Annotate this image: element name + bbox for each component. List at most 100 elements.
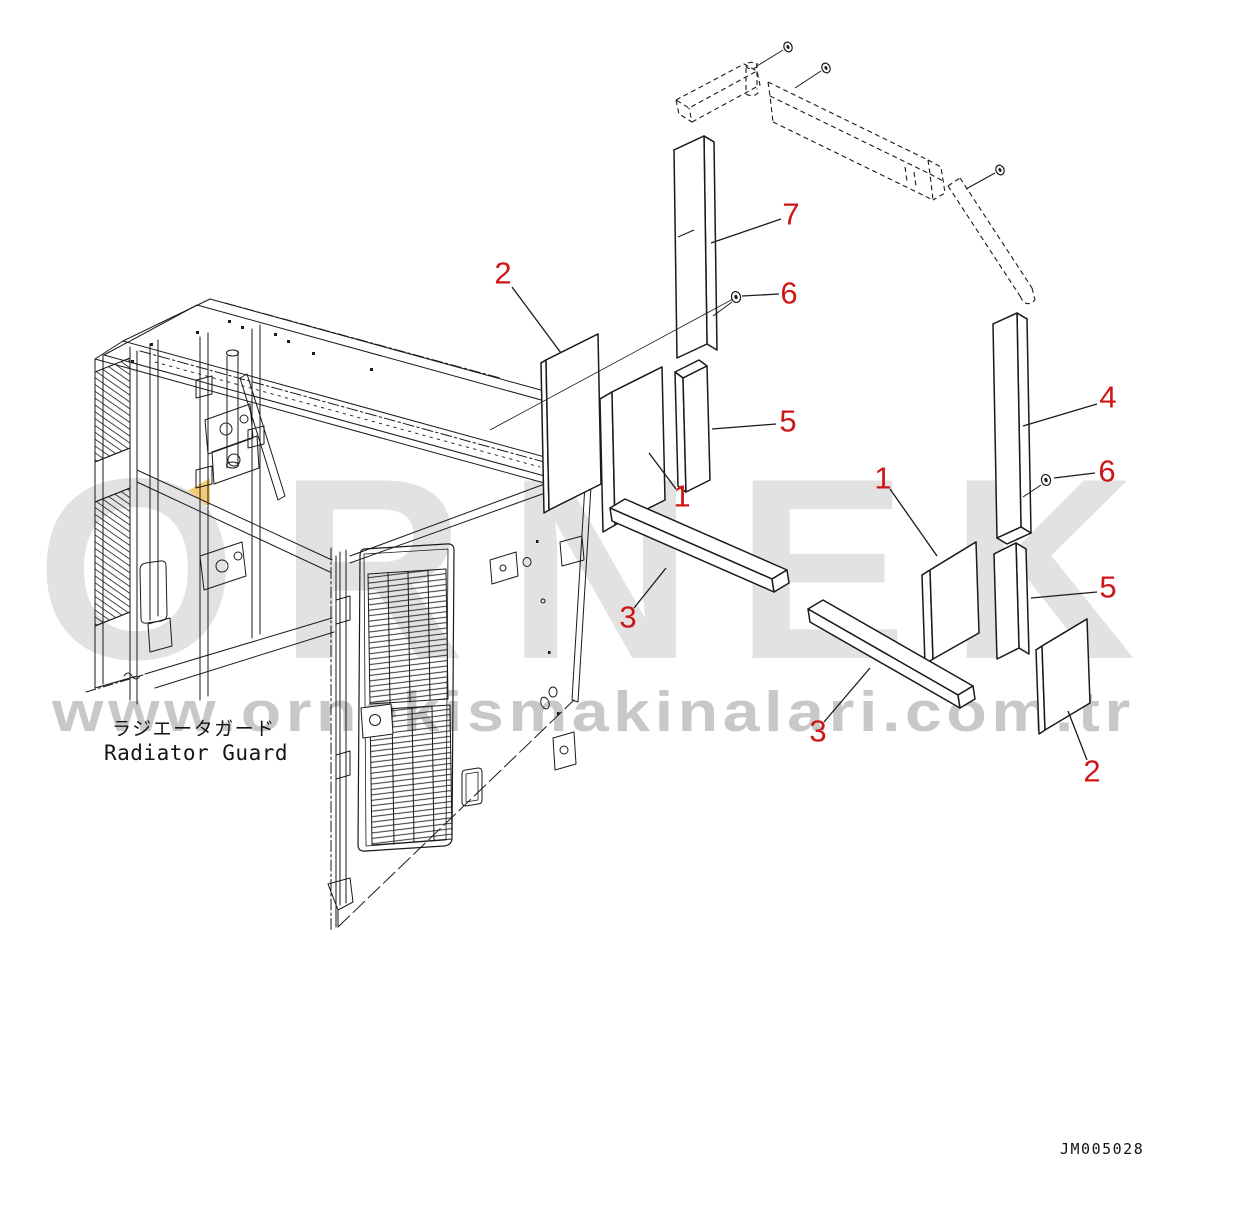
door-hinge (335, 595, 351, 780)
hidden-stub (745, 63, 760, 97)
part-2-pad-left (540, 333, 602, 514)
bracket-hole (239, 414, 249, 424)
bracket-hole (219, 422, 233, 436)
leader-line (889, 488, 938, 557)
roof-bolt-dots (131, 320, 373, 371)
hinge-column (335, 549, 347, 928)
grommet-icon (783, 41, 793, 53)
handle-bracket (139, 560, 168, 624)
part-5-pad-right (993, 542, 1030, 660)
bracket-hole (233, 551, 243, 561)
leader-line (1030, 591, 1098, 599)
break-symbol (123, 672, 141, 680)
part-5-pad-left (674, 359, 711, 493)
door-latch-plate (360, 703, 394, 739)
louver-door-outline (357, 543, 455, 852)
part-4-pad-column (992, 312, 1032, 545)
roof-rail (122, 340, 586, 469)
door-handle-inner (465, 771, 479, 803)
roof-rail (196, 304, 593, 415)
grommet-icon (730, 290, 742, 304)
hidden-parts (675, 61, 1036, 305)
radiator-core-louver (94, 357, 131, 463)
grommet-icon (821, 62, 831, 74)
roof-rail (94, 358, 549, 485)
hidden-long-bar (767, 81, 934, 201)
cylinder (226, 350, 239, 469)
leader-line (741, 293, 780, 297)
post-clips (195, 375, 265, 489)
leader-line (1053, 472, 1096, 479)
callout-leader-lines (511, 218, 1098, 761)
leader-line (511, 286, 562, 354)
part-1-pad-left (599, 366, 666, 533)
hidden-pad-top-left-side (675, 70, 761, 123)
drawing-number: JM005028 (1060, 1140, 1145, 1158)
leader-line (1067, 710, 1088, 761)
door-latch-knob (369, 714, 381, 726)
part-1-pad-right (921, 541, 980, 665)
louver-door-inner (363, 548, 449, 847)
door-grille-lower (369, 704, 453, 846)
part-7-pad-column (673, 135, 718, 359)
panel-hole (548, 686, 558, 698)
leader-line (711, 423, 777, 430)
hidden-pad-right (947, 177, 1033, 297)
upper-bracket (489, 551, 519, 585)
leader-line (710, 218, 782, 244)
machine-frame-drawing (85, 298, 599, 931)
grommet-attachment-lines (489, 49, 1042, 498)
grille-mullions (387, 569, 431, 704)
roof-texture-line (154, 361, 541, 468)
bottom-chord (144, 617, 335, 689)
leader-line (648, 452, 677, 490)
core-cross-lines (94, 447, 138, 689)
middle-post (251, 324, 261, 639)
bracket-plate (204, 403, 254, 455)
latch-striker-hole (559, 745, 569, 755)
bracket-hole (227, 453, 241, 467)
roof-centerline (139, 350, 567, 469)
lower-bracket (147, 617, 173, 653)
panel-hole (522, 557, 532, 567)
hidden-long-bar-end (927, 159, 946, 201)
leader-line (1022, 403, 1098, 427)
leader-line (823, 667, 871, 723)
roof-left-end (94, 298, 211, 360)
mid-rail (136, 469, 333, 573)
part-3-strip-left (609, 498, 790, 593)
hidden-long-bar-marks (904, 166, 917, 187)
door-handle-recess (461, 767, 483, 807)
panel-bottom-edge (337, 699, 575, 928)
bracket-plate (211, 435, 260, 485)
hidden-pad-right-end (1019, 287, 1036, 305)
panel-dots (536, 540, 560, 715)
part-label-english: Radiator Guard (104, 741, 289, 765)
cylinder-bottom (226, 461, 239, 469)
bracket-plate (199, 541, 247, 591)
upper-bracket (559, 535, 585, 567)
leader-line (633, 567, 667, 609)
inner-post (149, 339, 159, 621)
exploded-parts (540, 135, 1091, 735)
panel-hole (540, 696, 550, 710)
panel-right-edge (571, 467, 593, 703)
grommet-icon (1040, 473, 1052, 487)
latch-striker (552, 731, 577, 771)
hidden-pad-top-left (675, 63, 758, 109)
panel-top-edge (349, 481, 551, 564)
bracket-hole (215, 559, 229, 573)
roof-rail (103, 354, 553, 479)
upper-bracket-hole (499, 564, 507, 572)
radiator-core-louver (94, 487, 131, 627)
cylinder-top (226, 349, 239, 357)
part-3-strip-right (807, 599, 976, 709)
diagonal-strut (239, 373, 286, 501)
roof-centerline (224, 302, 501, 379)
roof-left-end (103, 304, 198, 356)
panel-hole (540, 598, 546, 604)
part-2-pad-right (1035, 618, 1091, 735)
grommet-fasteners (489, 41, 1052, 498)
